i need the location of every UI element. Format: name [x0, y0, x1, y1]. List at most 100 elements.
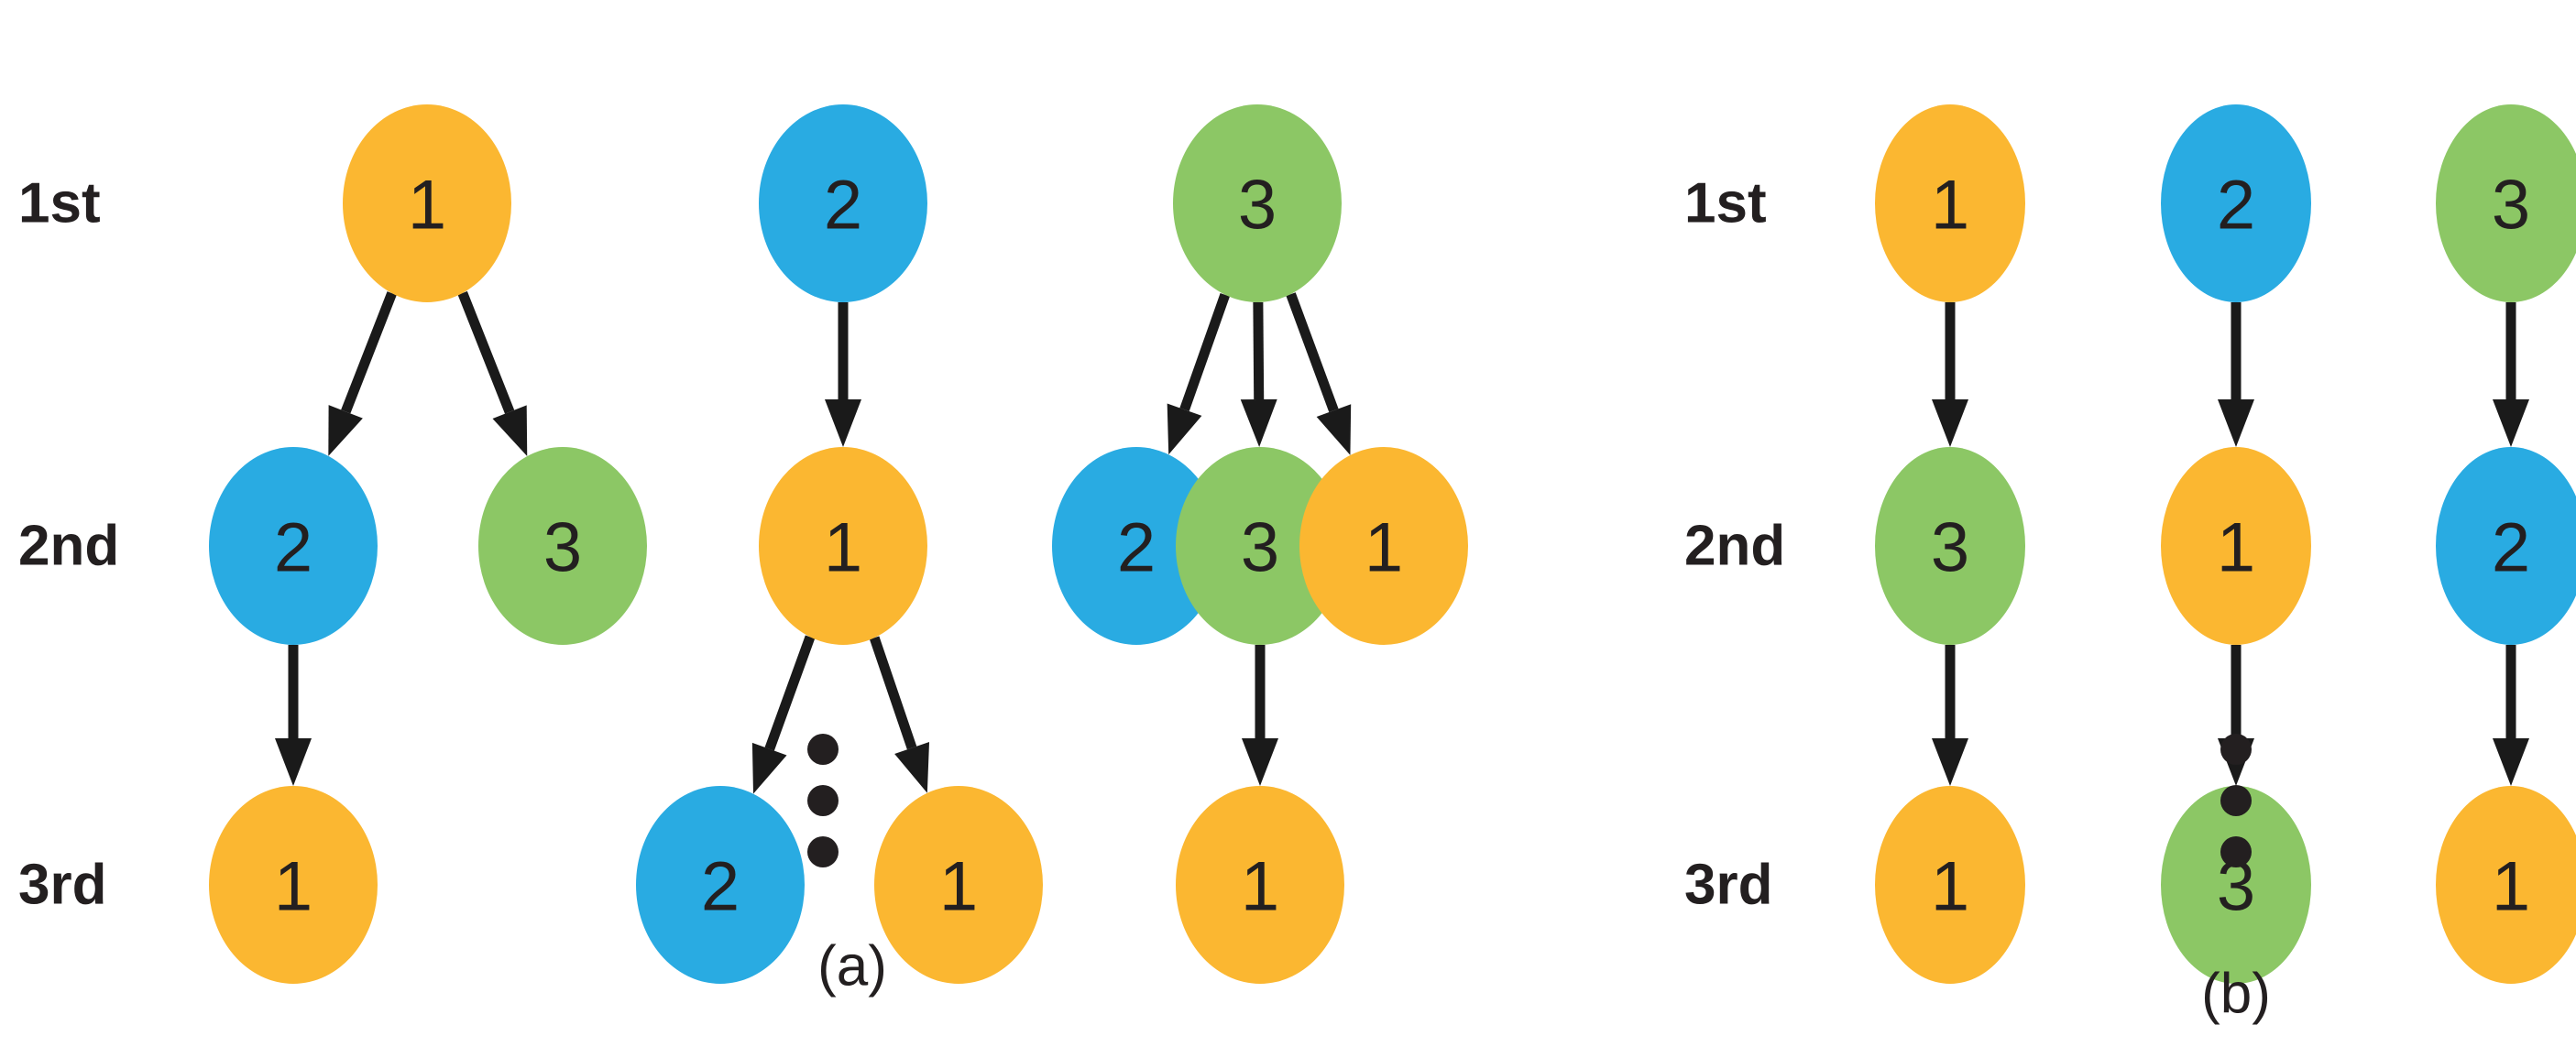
node-label-a-t1-n3: 3 — [543, 509, 582, 587]
node-label-a-t3-n1: 3 — [1238, 167, 1277, 245]
node-label-a-t3-n2: 2 — [1117, 509, 1156, 587]
a-e9-arrowhead — [1316, 404, 1352, 455]
node-circle-blue[interactable] — [209, 447, 378, 645]
node-label-a-t1-n4: 1 — [274, 848, 312, 926]
a-e6-line — [869, 636, 917, 750]
node-circle-blue[interactable] — [2436, 447, 2576, 645]
node-b-c2-n1[interactable]: 2 — [2161, 104, 2311, 302]
node-circle-orange[interactable] — [209, 786, 378, 984]
node-circle-orange[interactable] — [1299, 447, 1468, 645]
node-label-b-c3-n2: 2 — [2492, 509, 2530, 587]
node-a-t2-n4[interactable]: 1 — [874, 786, 1043, 984]
panel-b-caption: (b) — [2201, 963, 2271, 1026]
node-circle-orange[interactable] — [1875, 104, 2025, 302]
a-e4-arrowhead — [825, 399, 861, 447]
node-label-a-t2-n3: 2 — [701, 848, 740, 926]
node-circle-green[interactable] — [1173, 104, 1342, 302]
node-label-b-c1-n3: 1 — [1931, 848, 1969, 926]
node-b-c1-n2[interactable]: 3 — [1875, 447, 2025, 645]
panel-a-caption: (a) — [817, 935, 887, 998]
node-circle-orange[interactable] — [874, 786, 1043, 984]
node-a-t2-n3[interactable]: 2 — [636, 786, 805, 984]
panel-a-row-1st-label: 1st — [18, 172, 101, 235]
node-a-t1-n1[interactable]: 1 — [343, 104, 511, 302]
node-b-c3-n3[interactable]: 1 — [2436, 786, 2576, 984]
panel-a-row-2nd-label: 2nd — [18, 515, 119, 578]
node-circle-orange[interactable] — [1176, 786, 1344, 984]
a-e7-arrowhead — [1167, 403, 1202, 455]
node-label-b-c2-n1: 2 — [2217, 167, 2255, 245]
ellipsis-dot-2 — [807, 785, 839, 816]
node-b-c1-n3[interactable]: 1 — [1875, 786, 2025, 984]
node-a-t1-n4[interactable]: 1 — [209, 786, 378, 984]
b-e2-arrowhead — [1932, 738, 1968, 786]
node-a-t1-n3[interactable]: 3 — [478, 447, 647, 645]
node-b-c1-n1[interactable]: 1 — [1875, 104, 2025, 302]
node-circle-blue[interactable] — [759, 104, 927, 302]
panel-a-vertical-ellipsis-icon — [807, 734, 839, 867]
panel-b-row-1st-label: 1st — [1684, 172, 1767, 235]
b-e3-arrowhead — [2218, 399, 2254, 447]
node-circle-orange[interactable] — [2436, 786, 2576, 984]
ellipsis-dot-2 — [2220, 785, 2252, 816]
node-circle-green[interactable] — [2161, 786, 2311, 984]
a-e9-line — [1286, 292, 1339, 413]
node-a-t3-n4[interactable]: 1 — [1299, 447, 1468, 645]
node-a-t2-n2[interactable]: 1 — [759, 447, 927, 645]
node-a-t3-n5[interactable]: 1 — [1176, 786, 1344, 984]
node-label-a-t2-n4: 1 — [939, 848, 978, 926]
node-circle-blue[interactable] — [1052, 447, 1221, 645]
node-b-c2-n2[interactable]: 1 — [2161, 447, 2311, 645]
node-b-c3-n2[interactable]: 2 — [2436, 447, 2576, 645]
node-label-b-c1-n1: 1 — [1931, 167, 1969, 245]
panel-a-edges — [275, 290, 1352, 794]
node-circle-blue[interactable] — [2161, 104, 2311, 302]
node-circle-orange[interactable] — [2161, 447, 2311, 645]
node-a-t3-n3[interactable]: 3 — [1176, 447, 1344, 645]
a-e1-line — [341, 291, 397, 414]
node-label-a-t3-n5: 1 — [1241, 848, 1279, 926]
a-e8-line — [1253, 301, 1265, 400]
b-e1-arrowhead — [1932, 399, 1968, 447]
node-label-b-c3-n1: 3 — [2492, 167, 2530, 245]
ellipsis-dot-3 — [2220, 836, 2252, 867]
a-e2-line — [457, 290, 515, 414]
node-b-c3-n1[interactable]: 3 — [2436, 104, 2576, 302]
node-label-b-c1-n2: 3 — [1931, 509, 1969, 587]
a-e6-arrowhead — [894, 742, 930, 793]
b-e6-arrowhead — [2493, 738, 2529, 786]
node-b-c2-n3[interactable]: 3 — [2161, 786, 2311, 984]
node-a-t3-n2[interactable]: 2 — [1052, 447, 1221, 645]
ellipsis-dot-3 — [807, 836, 839, 867]
node-label-a-t3-n4: 1 — [1365, 509, 1403, 587]
node-a-t3-n1[interactable]: 3 — [1173, 104, 1342, 302]
a-e3-arrowhead — [275, 738, 312, 786]
a-e10-arrowhead — [1242, 738, 1278, 786]
node-label-a-t2-n2: 1 — [824, 509, 862, 587]
a-e7-line — [1179, 292, 1230, 412]
a-e2-arrowhead — [492, 405, 528, 457]
node-label-a-t2-n1: 2 — [824, 167, 862, 245]
a-e8-arrowhead — [1240, 398, 1277, 447]
node-circle-orange[interactable] — [1875, 786, 2025, 984]
node-label-a-t3-n3: 3 — [1241, 509, 1279, 587]
node-circle-green[interactable] — [1875, 447, 2025, 645]
node-circle-green[interactable] — [1176, 447, 1344, 645]
node-circle-green[interactable] — [2436, 104, 2576, 302]
node-label-a-t1-n1: 1 — [408, 167, 446, 245]
ellipsis-dot-1 — [807, 734, 839, 765]
panel-b-vertical-ellipsis-icon — [2220, 734, 2252, 867]
node-a-t2-n1[interactable]: 2 — [759, 104, 927, 302]
node-circle-blue[interactable] — [636, 786, 805, 984]
a-e5-line — [764, 635, 816, 751]
node-circle-green[interactable] — [478, 447, 647, 645]
node-circle-orange[interactable] — [343, 104, 511, 302]
node-circle-orange[interactable] — [759, 447, 927, 645]
node-a-t1-n2[interactable]: 2 — [209, 447, 378, 645]
